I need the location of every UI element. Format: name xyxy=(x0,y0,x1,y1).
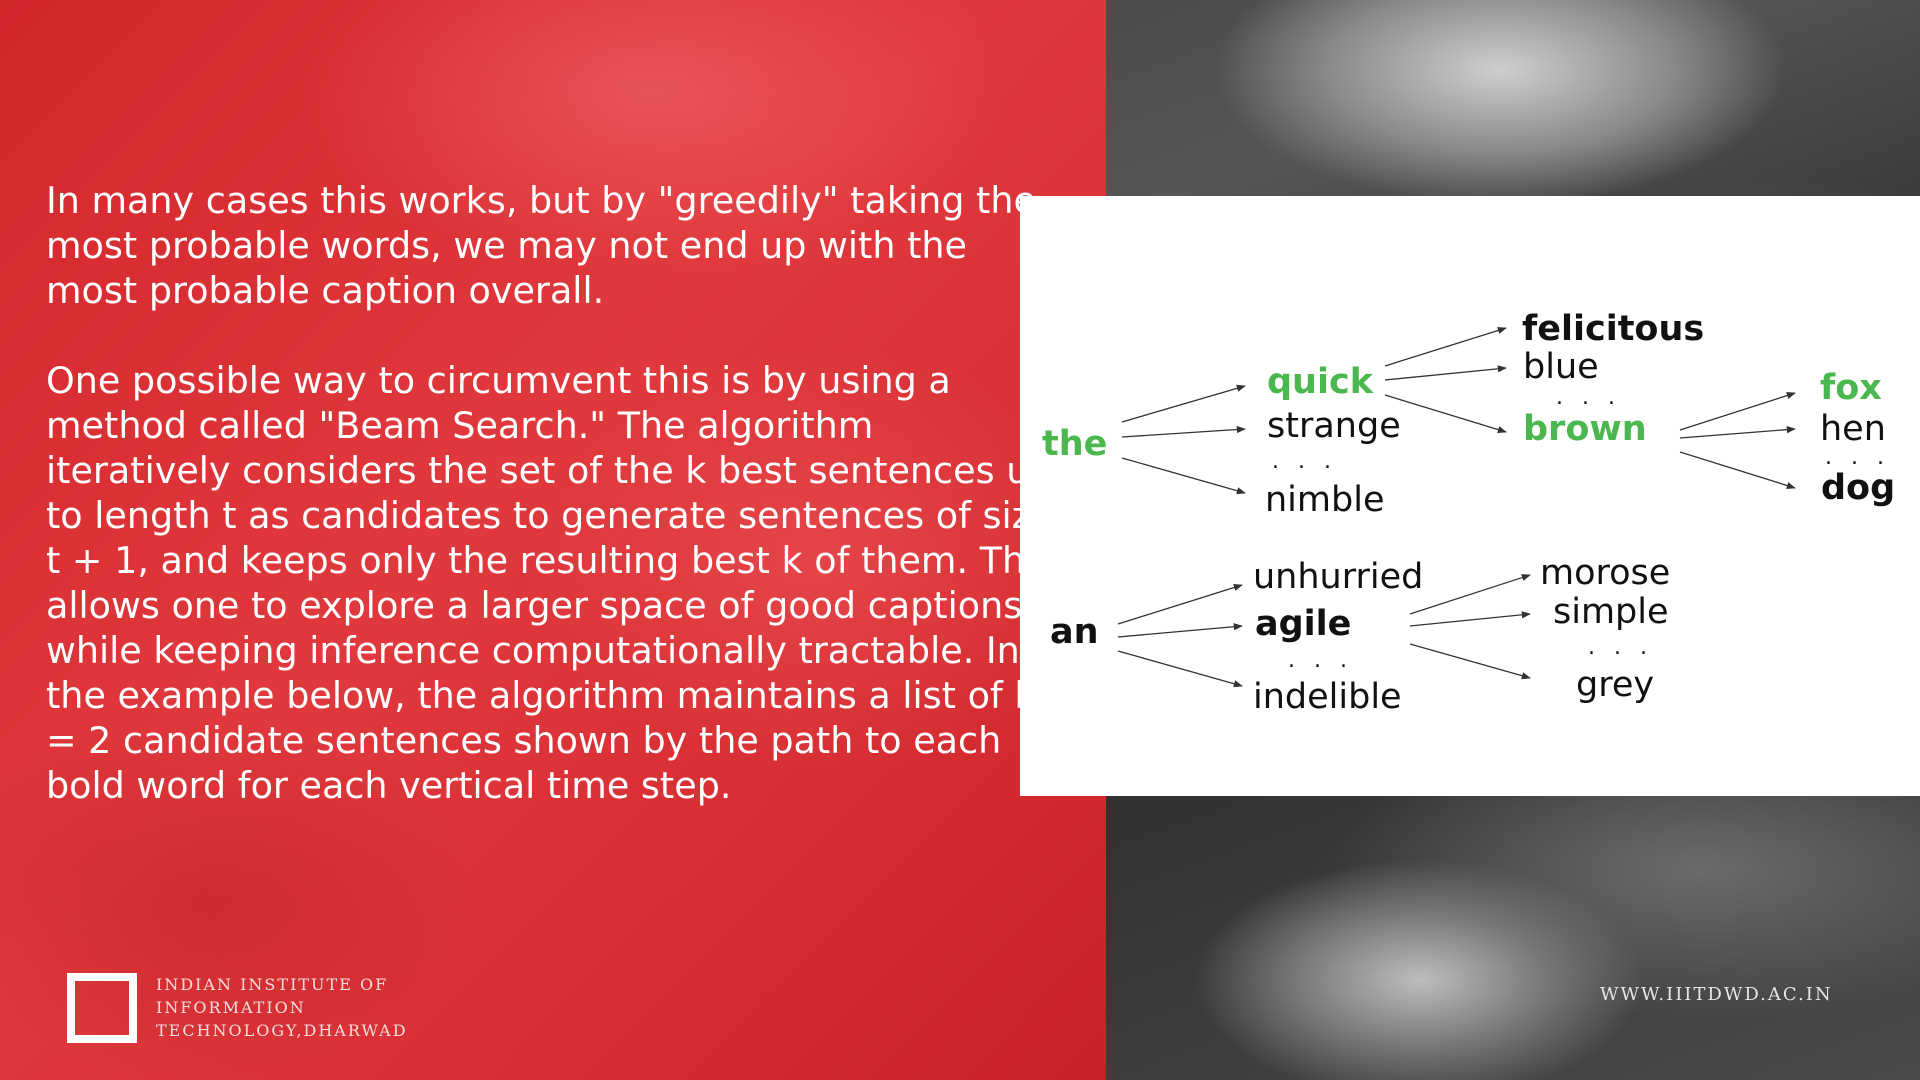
arrow-an-indelible xyxy=(1117,650,1243,688)
word-strange: strange xyxy=(1267,406,1401,446)
arrow-the-nimble xyxy=(1121,457,1246,495)
institute-name-line-3: TECHNOLOGY,DHARWAD xyxy=(156,1021,408,1040)
word-nimble: nimble xyxy=(1265,480,1385,520)
word-blue: blue xyxy=(1523,347,1599,387)
institute-name: INDIAN INSTITUTE OF INFORMATION TECHNOLO… xyxy=(156,973,476,1042)
word-unhurried: unhurried xyxy=(1253,557,1424,597)
arrow-brown-dog xyxy=(1679,451,1796,490)
ellipsis-step3-top: . . . xyxy=(1825,445,1890,470)
ellipsis-step1-bottom: . . . xyxy=(1288,648,1353,673)
ellipsis-step1-top: . . . xyxy=(1272,449,1337,474)
website-url: WWW.IIITDWD.AC.IN xyxy=(1600,984,1833,1005)
arrow-the-quick xyxy=(1121,384,1246,423)
word-grey: grey xyxy=(1576,665,1655,705)
arrow-agile-grey xyxy=(1409,643,1531,680)
beam-search-diagram: the quick strange . . . nimble felicitou… xyxy=(1020,196,1920,796)
word-the: the xyxy=(1042,424,1108,464)
red-text-panel xyxy=(0,0,1106,1080)
body-text: In many cases this works, but by "greedi… xyxy=(46,178,1056,808)
arrow-brown-fox xyxy=(1679,392,1796,431)
word-quick: quick xyxy=(1267,362,1373,402)
institute-logo xyxy=(67,973,137,1043)
arrow-brown-hen xyxy=(1679,426,1796,439)
word-fox: fox xyxy=(1820,368,1882,408)
word-indelible: indelible xyxy=(1253,677,1402,717)
word-an: an xyxy=(1050,612,1099,652)
word-brown: brown xyxy=(1523,409,1647,449)
word-hen: hen xyxy=(1820,409,1886,449)
arrow-quick-felicitous xyxy=(1384,326,1507,367)
arrow-the-strange xyxy=(1121,425,1246,438)
word-felicitous: felicitous xyxy=(1522,309,1705,349)
arrow-quick-blue xyxy=(1384,365,1507,381)
arrow-agile-simple xyxy=(1409,611,1531,627)
institute-name-line-2: INFORMATION xyxy=(156,998,306,1017)
paragraph-greedy: In many cases this works, but by "greedi… xyxy=(46,179,1036,312)
paragraph-beam-search: One possible way to circumvent this is b… xyxy=(46,359,1055,807)
institute-name-line-1: INDIAN INSTITUTE OF xyxy=(156,975,389,994)
arrow-an-agile xyxy=(1117,623,1243,638)
diagram-arrows xyxy=(1117,326,1796,688)
ellipsis-step2-bottom: . . . xyxy=(1588,635,1653,660)
arrow-agile-morose xyxy=(1409,574,1531,615)
word-dog: dog xyxy=(1821,468,1896,508)
word-simple: simple xyxy=(1553,592,1669,632)
ellipsis-step2-top: . . . xyxy=(1556,385,1621,410)
word-morose: morose xyxy=(1540,553,1671,593)
arrow-an-unhurried xyxy=(1117,583,1243,625)
word-agile: agile xyxy=(1255,604,1352,644)
arrow-quick-brown xyxy=(1384,394,1507,434)
